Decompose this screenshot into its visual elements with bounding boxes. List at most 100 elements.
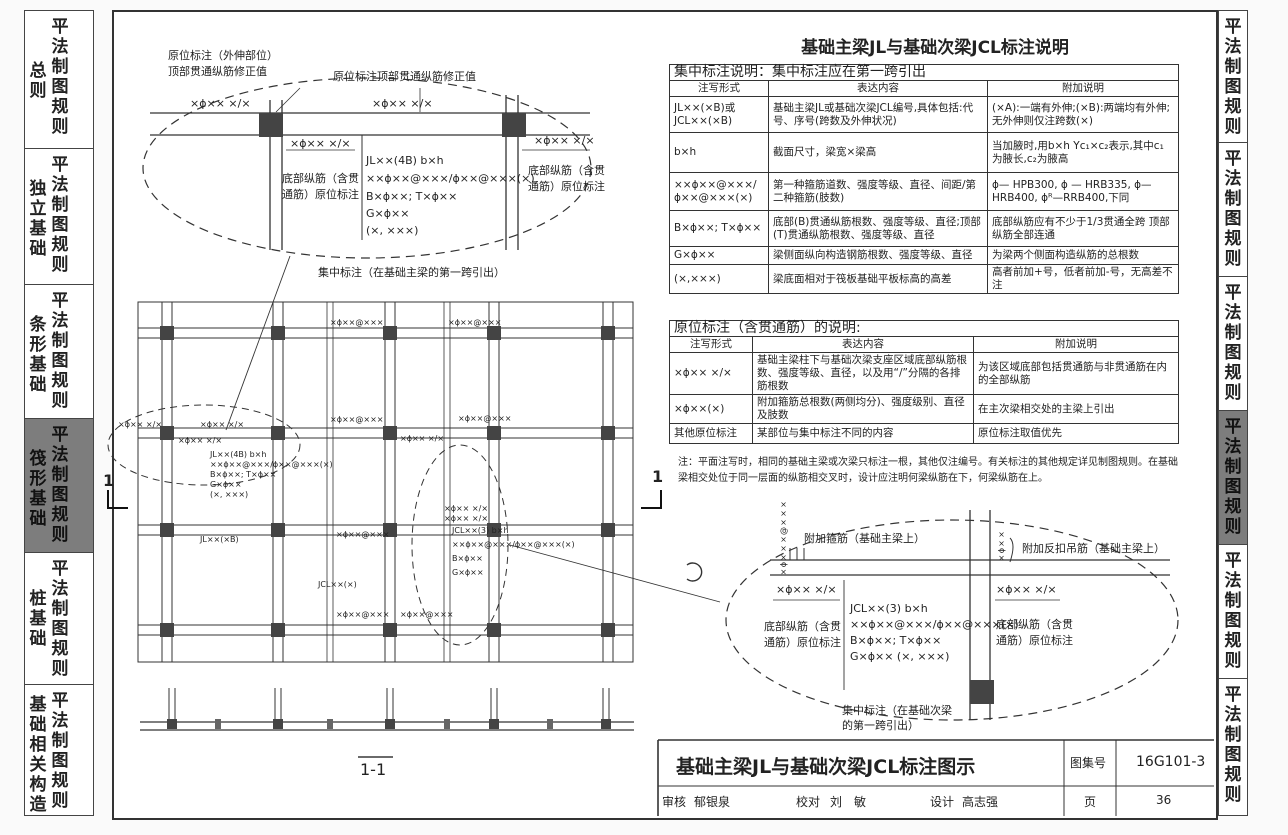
table-cell: 某部位与集中标注不同的内容	[752, 423, 974, 444]
table-cell: (×,×××)	[669, 264, 769, 294]
right-tab-3[interactable]: 平法制图规则	[1218, 276, 1248, 410]
table-cell: 底部(B)贯通纵筋根数、强度等级、直径;顶部(T)贯通纵筋根数、强度等级、直径	[768, 210, 988, 247]
table-cell: 为该区域底部包括贯通筋与非贯通筋在内的全部纵筋	[973, 352, 1179, 395]
rebar-label: ×ϕ×× ×/×	[190, 97, 251, 110]
table-cell: 梁侧面纵向构造钢筋根数、强度等级、直径	[768, 246, 988, 265]
left-tab-isolated[interactable]: 独立基础 平法制图规则	[24, 148, 94, 284]
bottom-rebar-note: 底部纵筋（含贯	[764, 620, 841, 633]
left-chapter-tabs: 总则 平法制图规则 独立基础 平法制图规则 条形基础 平法制图规则 筏形基础 平…	[24, 10, 94, 816]
plan-rebar-label: ×ϕ××@×××	[336, 530, 390, 539]
table-cell: 基础主梁柱下与基础次梁支座区域底部纵筋根数、强度等级、直径，以及用“/”分隔的各…	[752, 352, 974, 395]
central-annotation-line: ××ϕ××@×××/ϕ××@×××(×)	[850, 618, 1019, 631]
header-cell: 注写形式	[669, 80, 769, 97]
column-block	[487, 623, 501, 637]
design-label: 设计	[930, 795, 955, 809]
column-block	[259, 113, 283, 137]
sheet-title: 基础主梁JL与基础次梁JCL标注说明	[801, 38, 1069, 58]
rebar-label: ×ϕ×× ×/×	[996, 583, 1057, 596]
plan-central-line: G×ϕ××	[210, 480, 242, 489]
column-block	[383, 523, 397, 537]
plan-rebar-label: ×ϕ×× ×/×	[444, 514, 489, 523]
left-tab-general[interactable]: 总则 平法制图规则	[24, 10, 94, 148]
atlas-number: 16G101-3	[1136, 754, 1206, 770]
column-block	[970, 680, 994, 704]
section-secondary-beam	[547, 719, 553, 729]
bottom-rebar-note: 通筋）原位标注	[528, 180, 605, 193]
header-cell: 注写形式	[669, 336, 753, 353]
right-tab-label: 平法制图规则	[1224, 17, 1242, 137]
right-tab-2[interactable]: 平法制图规则	[1218, 142, 1248, 276]
header-cell: 附加说明	[973, 336, 1179, 353]
bottom-rebar-note: 底部纵筋（含贯	[282, 172, 359, 185]
right-tab-1[interactable]: 平法制图规则	[1218, 10, 1248, 142]
left-tab-main-label: 平法制图规则	[51, 155, 69, 275]
section-secondary-beam	[444, 719, 450, 729]
rebar-label: ×ϕ×× ×/×	[534, 134, 595, 147]
table-cell: B×ϕ××; T×ϕ××	[669, 210, 769, 247]
plan-grid	[138, 302, 633, 662]
left-tab-pile[interactable]: 桩基础 平法制图规则	[24, 552, 94, 684]
section-label: 1-1	[360, 760, 387, 779]
table-cell: 截面尺寸，梁宽×梁高	[768, 132, 988, 173]
right-tab-5[interactable]: 平法制图规则	[1218, 544, 1248, 678]
jl-label: JL××(×B)	[200, 535, 239, 544]
column-block	[487, 326, 501, 340]
left-tab-main-label: 平法制图规则	[51, 691, 69, 811]
bottom-rebar-note: 通筋）原位标注	[764, 636, 841, 649]
left-tab-main-label: 平法制图规则	[51, 17, 69, 137]
plan-central-line: JCL××(3) b×h	[452, 526, 509, 535]
central-annotation-line: ××ϕ××@×××/ϕ××@×××(×)	[366, 172, 535, 185]
table-cell: 底部纵筋应有不少于1/3贯通全跨 顶部纵筋全部连通	[987, 210, 1179, 247]
reviewer-name: 郁银泉	[694, 795, 731, 809]
table-cell: b×h	[669, 132, 769, 173]
plan-rebar-label: ×ϕ××@×××	[336, 610, 390, 619]
left-tab-raft-active[interactable]: 筏形基础 平法制图规则	[24, 418, 94, 552]
designer-name: 高志强	[962, 795, 999, 809]
central-annotation-line: B×ϕ××; T×ϕ××	[850, 634, 942, 647]
central-annotation-line: G×ϕ××	[366, 207, 410, 220]
check-label: 校对	[796, 795, 821, 809]
vertical-rebar-label: ×ϕ×××@×××	[779, 500, 788, 577]
left-tab-related[interactable]: 基础相关构造 平法制图规则	[24, 684, 94, 816]
top-detail-ellipse	[142, 77, 592, 259]
left-tab-side-label: 条形基础	[29, 315, 47, 395]
table-cell: 其他原位标注	[669, 423, 753, 444]
section-columns	[167, 688, 611, 729]
right-chapter-tabs: 平法制图规则 平法制图规则 平法制图规则 平法制图规则 平法制图规则 平法制图规…	[1218, 10, 1248, 816]
bottom-rebar-note: 通筋）原位标注	[996, 634, 1073, 647]
central-annotation-label: 的第一跨引出）	[842, 719, 919, 732]
plan-highlight-ellipse	[107, 404, 301, 486]
column-block	[383, 623, 397, 637]
column-block	[271, 523, 285, 537]
vertical-rebar-label: ×ϕ××	[997, 530, 1006, 563]
plan-central-line: (×, ×××)	[210, 490, 249, 499]
plan-central-line: ××ϕ××@×××/ϕ××@×××(×)	[452, 540, 575, 549]
bottom-rebar-note: 底部纵筋（含贯	[528, 164, 605, 177]
table-cell: JL××(×B)或 JCL××(×B)	[669, 96, 769, 133]
plan-rebar-label: ×ϕ×× ×/×	[400, 434, 445, 443]
column-block	[502, 113, 526, 137]
right-tab-6[interactable]: 平法制图规则	[1218, 678, 1248, 816]
jcl-label: JCL××(×)	[318, 580, 357, 589]
central-annotation-line: JCL××(3) b×h	[850, 602, 928, 615]
column-block	[383, 326, 397, 340]
left-tab-strip[interactable]: 条形基础 平法制图规则	[24, 284, 94, 418]
outer-note: 原位标注（外伸部位）	[168, 49, 278, 62]
table-cell: 为梁两个侧面构造纵筋的总根数	[987, 246, 1179, 265]
outer-note-2: 顶部贯通纵筋修正值	[168, 65, 267, 78]
table-cell: G×ϕ××	[669, 246, 769, 265]
table-cell: 基础主梁JL或基础次梁JCL编号,具体包括:代号、序号(跨数及外伸状况)	[768, 96, 988, 133]
page-number: 36	[1156, 793, 1172, 807]
plan-highlight-ellipse	[411, 444, 509, 646]
column-block	[160, 326, 174, 340]
plan-central-line: B×ϕ××; T×ϕ××	[210, 470, 277, 479]
drawing-title: 基础主梁JL与基础次梁JCL标注图示	[676, 756, 976, 778]
atlas-label: 图集号	[1070, 756, 1107, 770]
rebar-label: ×ϕ×× ×/×	[372, 97, 433, 110]
footnote: 注：平面注写时，相同的基础主梁或次梁只标注一根，其他仅注编号。有关标注的其他规定…	[678, 457, 1178, 484]
column-block	[601, 523, 615, 537]
column-block	[601, 623, 615, 637]
right-tab-4-active[interactable]: 平法制图规则	[1218, 410, 1248, 544]
section-column-base	[489, 719, 499, 729]
table-cell: ϕ— HPB300, ϕ — HRB335, ϕ— HRB400, ϕᴿ—RRB…	[987, 172, 1179, 211]
